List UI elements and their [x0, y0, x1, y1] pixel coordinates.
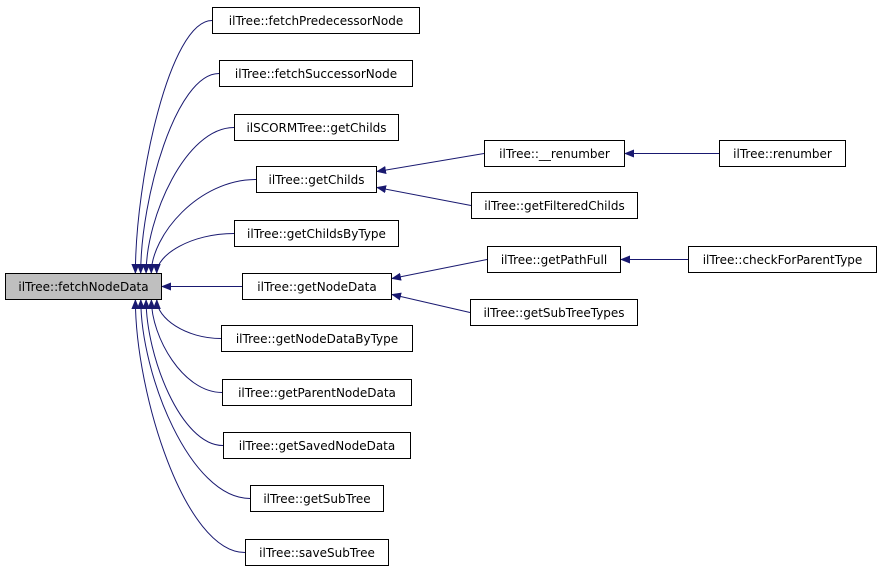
edge-renumber-inner-to-get-childs	[376, 153, 485, 174]
edge-get-sub-tree-types-to-get-node-data	[391, 292, 471, 313]
node-get-node-data[interactable]: ilTree::getNodeData	[242, 273, 392, 300]
node-scorm-get-childs[interactable]: ilSCORMTree::getChilds	[234, 114, 399, 141]
node-get-childs[interactable]: ilTree::getChilds	[256, 166, 377, 193]
edge-save-sub-tree-to-root	[131, 299, 246, 553]
edge-get-path-full-to-get-node-data	[391, 259, 488, 281]
node-root: ilTree::fetchNodeData	[5, 273, 162, 300]
node-get-parent-node-data[interactable]: ilTree::getParentNodeData	[222, 379, 412, 406]
node-renumber-inner[interactable]: ilTree::__renumber	[484, 140, 625, 167]
edge-get-childs-by-type-to-root	[152, 233, 235, 274]
node-get-path-full[interactable]: ilTree::getPathFull	[487, 246, 621, 273]
edge-fetch-successor-node-to-root	[136, 73, 220, 274]
edge-get-saved-node-data-to-root	[142, 299, 224, 446]
edge-fetch-predecessor-node-to-root	[131, 20, 213, 274]
node-get-filtered-childs[interactable]: ilTree::getFilteredChilds	[471, 192, 638, 219]
node-get-sub-tree-types[interactable]: ilTree::getSubTreeTypes	[470, 299, 638, 326]
node-get-sub-tree[interactable]: ilTree::getSubTree	[250, 485, 384, 512]
edge-get-filtered-childs-to-get-childs	[376, 185, 472, 206]
node-fetch-successor-node[interactable]: ilTree::fetchSuccessorNode	[219, 60, 413, 87]
edge-get-node-data-by-type-to-root	[152, 299, 222, 339]
node-get-childs-by-type[interactable]: ilTree::getChildsByType	[234, 220, 399, 247]
edge-get-childs-to-root	[147, 179, 257, 274]
node-renumber[interactable]: ilTree::renumber	[719, 140, 846, 167]
node-get-saved-node-data[interactable]: ilTree::getSavedNodeData	[223, 432, 411, 459]
node-save-sub-tree[interactable]: ilTree::saveSubTree	[245, 539, 389, 566]
edge-scorm-get-childs-to-root	[142, 127, 235, 274]
node-fetch-predecessor-node[interactable]: ilTree::fetchPredecessorNode	[212, 7, 420, 34]
node-get-node-data-by-type[interactable]: ilTree::getNodeDataByType	[221, 325, 413, 352]
edge-get-sub-tree-to-root	[136, 299, 251, 499]
edge-get-parent-node-data-to-root	[147, 299, 223, 393]
node-check-for-parent-type[interactable]: ilTree::checkForParentType	[688, 246, 877, 273]
